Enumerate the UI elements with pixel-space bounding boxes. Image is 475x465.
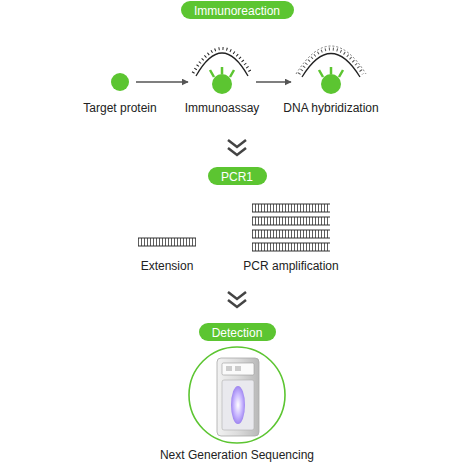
protein-dot: [111, 73, 129, 91]
immunoassay-node: Immunoassay: [192, 38, 252, 95]
protein-node: Target protein: [108, 70, 132, 94]
chevron: [228, 140, 246, 155]
dna-ladder: [138, 238, 196, 246]
step-label: PCR amplification: [243, 259, 338, 273]
stage-pill: Detection: [199, 323, 276, 341]
step-label: Next Generation Sequencing: [160, 448, 314, 462]
stage-label: PCR1: [209, 168, 265, 186]
step-label: Immunoassay: [185, 101, 260, 115]
step-label: Extension: [141, 259, 194, 273]
stage-pill: Immunoreaction: [181, 1, 294, 19]
sequencer-machine: [217, 358, 259, 436]
stage-label: Immunoreaction: [182, 2, 292, 20]
flow-arrow: [136, 81, 188, 82]
stage-label: Detection: [200, 324, 275, 342]
extension-node: Extension: [136, 234, 198, 250]
antibody-complex: [193, 49, 251, 95]
chevron: [228, 292, 246, 307]
dna-ladders: [252, 204, 330, 251]
amplification-node: PCR amplification: [250, 200, 332, 254]
stage-pill: PCR1: [208, 167, 267, 185]
hybridization-node: DNA hybridization: [295, 34, 367, 95]
hybridized-complex: [296, 46, 366, 94]
instrument-ring: [189, 347, 285, 443]
step-label: DNA hybridization: [283, 101, 378, 115]
sequencing-node: Next Generation Sequencing: [188, 346, 286, 444]
flow-arrow: [256, 81, 291, 82]
step-label: Target protein: [83, 101, 156, 115]
